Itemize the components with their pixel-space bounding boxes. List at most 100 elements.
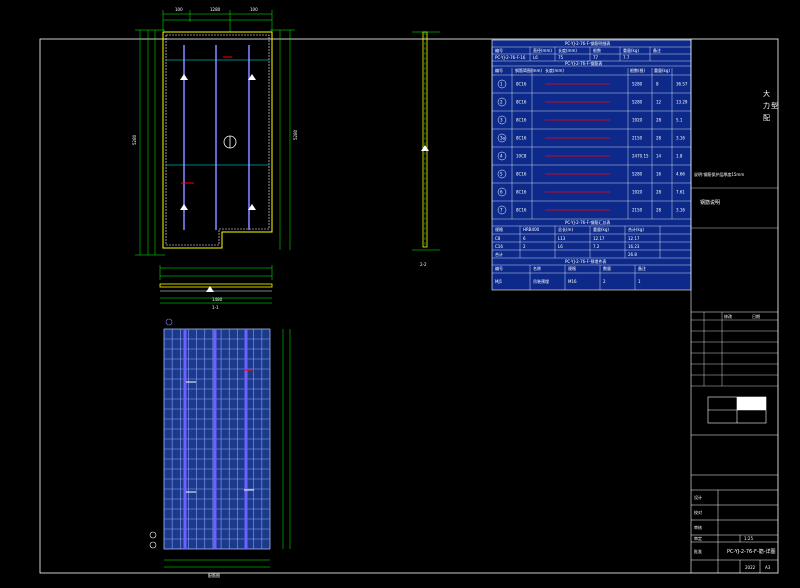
rebar-weight: 7.61 — [676, 190, 685, 195]
summary-header-cell: 总长(m) — [558, 226, 573, 232]
rebar-id: 2 — [500, 100, 503, 105]
table-header-cell: 长度(mm) — [558, 47, 577, 53]
rebar-id-bubble — [497, 97, 507, 107]
tb-row-review: 审核 — [694, 524, 702, 530]
table-header-cell: 重量(kg) — [623, 47, 639, 53]
tb-row-design: 设计 — [694, 494, 702, 500]
dim-top-left: 100 — [175, 7, 183, 12]
rebar-weight: 3.16 — [676, 208, 685, 213]
rebar-weight: 3.16 — [676, 136, 685, 141]
rebar-dia: 8C16 — [516, 172, 527, 177]
rebar-id-bubble — [497, 151, 507, 161]
plan-view: 100 1280 100 5280 5280 — [132, 7, 298, 280]
rebar-count: 28 — [656, 208, 662, 213]
table-header-cell: 直径(mm) — [533, 47, 552, 53]
title-char-2: 力 — [763, 101, 770, 110]
rebar-id: 5 — [500, 172, 503, 177]
table-top-row-cell: PC-YJ-2-76-F-16 — [495, 55, 526, 60]
rebar-length: 2470.15 — [632, 154, 649, 159]
rebar-weight: 36.57 — [676, 82, 688, 87]
table-top-row-cell: 7.7 — [623, 55, 630, 60]
rebar-id: 4 — [500, 154, 503, 159]
rebar-length: 2150 — [632, 208, 643, 213]
rebar-id-bubble — [497, 79, 507, 89]
summary-cell: C8 — [495, 236, 501, 241]
section-2-2: 2-2 — [412, 31, 440, 267]
summary-title: PC-YJ-2-76-F-钢筋汇总表 — [565, 219, 610, 225]
summary-cell: C16 — [495, 244, 503, 249]
tb-row-approve: 审定 — [694, 535, 702, 541]
section-1-1: 1-1 1480 — [159, 283, 273, 310]
part-header-cell: 备注 — [638, 265, 646, 271]
summary-header-cell: 规格 — [495, 226, 503, 232]
part-header-cell: 名称 — [533, 265, 541, 271]
rebar-count: 28 — [656, 136, 662, 141]
rebar-length: 1920 — [632, 190, 643, 195]
summary-cell: L13 — [558, 236, 566, 241]
rebar-id: 7 — [500, 208, 503, 213]
dim-top-right: 100 — [250, 7, 258, 12]
rebar-weight: 4.66 — [676, 172, 685, 177]
table-subheader-cell: 重量(kg) — [654, 67, 670, 73]
rebar-id: 1 — [500, 82, 503, 87]
rebar-id: 3 — [500, 118, 503, 123]
rebar-count: 16 — [656, 172, 662, 177]
part-cell: 吊装预埋 — [533, 278, 549, 284]
table-subheader-cell: 长度(mm) — [545, 67, 564, 73]
rebar-length: 5280 — [632, 100, 643, 105]
rebar-id: 3a — [500, 136, 506, 141]
rebar-count: 28 — [656, 190, 662, 195]
rebar-weight: 13.29 — [676, 100, 688, 105]
rebar-dia: 8C16 — [516, 100, 527, 105]
reinforcement-grid: 配筋图 — [149, 318, 291, 578]
rev-header-1: 修改 — [724, 313, 732, 319]
table-title: PC-YJ-2-76-F-钢筋明细表 — [565, 40, 610, 46]
rebar-id-bubble — [497, 115, 507, 125]
dim-side-right: 5280 — [293, 129, 298, 140]
rebar-id-bubble — [497, 133, 507, 143]
rebar-dia: 8C16 — [516, 208, 527, 213]
title-char-4: 配 — [763, 114, 770, 122]
notes-label: 钢筋说明 — [700, 199, 720, 206]
rebar-count: 8 — [656, 82, 659, 87]
table-subheader-cell: 钢筋简图(mm) — [515, 67, 542, 73]
summary-cell: 12.17 — [593, 236, 605, 241]
summary-cell: L6 — [558, 244, 563, 249]
rebar-length: 5280 — [632, 82, 643, 87]
rebar-dia: 10C8 — [516, 154, 527, 159]
rebar-length: 5280 — [632, 172, 643, 177]
tb-scale: 1:25 — [744, 536, 753, 541]
table-header-cell: 备注 — [653, 47, 661, 53]
table-top-row-cell: L6 — [533, 55, 538, 60]
tb-row-issue: 批准 — [694, 548, 702, 554]
title-char-3: 型 — [771, 101, 778, 110]
rebar-count: 28 — [656, 118, 662, 123]
rebar-length: 2150 — [632, 136, 643, 141]
small-note: 说明:钢筋保护层厚度15mm — [694, 171, 744, 177]
rebar-id: 6 — [500, 190, 503, 195]
summary-cell: 12.17 — [628, 236, 640, 241]
rebar-length: 1920 — [632, 118, 643, 123]
part-title: PC-YJ-2-76-F-预埋件表 — [565, 258, 606, 264]
table-top-row-cell: 77 — [593, 55, 599, 60]
part-header-cell: 编号 — [495, 265, 503, 271]
title-char-1: 大 — [763, 89, 770, 98]
rebar-dia: 8C16 — [516, 136, 527, 141]
rebar-dia: 8C16 — [516, 118, 527, 123]
part-header-cell: 规格 — [568, 265, 576, 271]
summary-header-cell: HRB400 — [523, 227, 540, 232]
rebar-id-bubble — [497, 205, 507, 215]
part-cell: M16 — [568, 279, 577, 284]
summary-cell: 2 — [523, 244, 526, 249]
drawing-frame — [39, 38, 779, 574]
part-header-cell: 数量 — [603, 265, 611, 271]
summary-cell: 16.23 — [628, 244, 640, 249]
summary-cell: 6 — [523, 236, 526, 241]
rev-header-2: 日期 — [752, 313, 760, 319]
summary-header-cell: 重量(kg) — [593, 226, 609, 232]
part-cell: 2 — [603, 279, 606, 284]
table-subtitle: PC-YJ-2-76-F-钢筋表 — [565, 60, 602, 66]
rebar-dia: 8C16 — [516, 82, 527, 87]
tb-sheet: A3 — [765, 565, 771, 570]
title-block: 大 力 型 配 说明:钢筋保护层厚度15mm 钢筋说明 修改 日期 — [690, 39, 778, 573]
